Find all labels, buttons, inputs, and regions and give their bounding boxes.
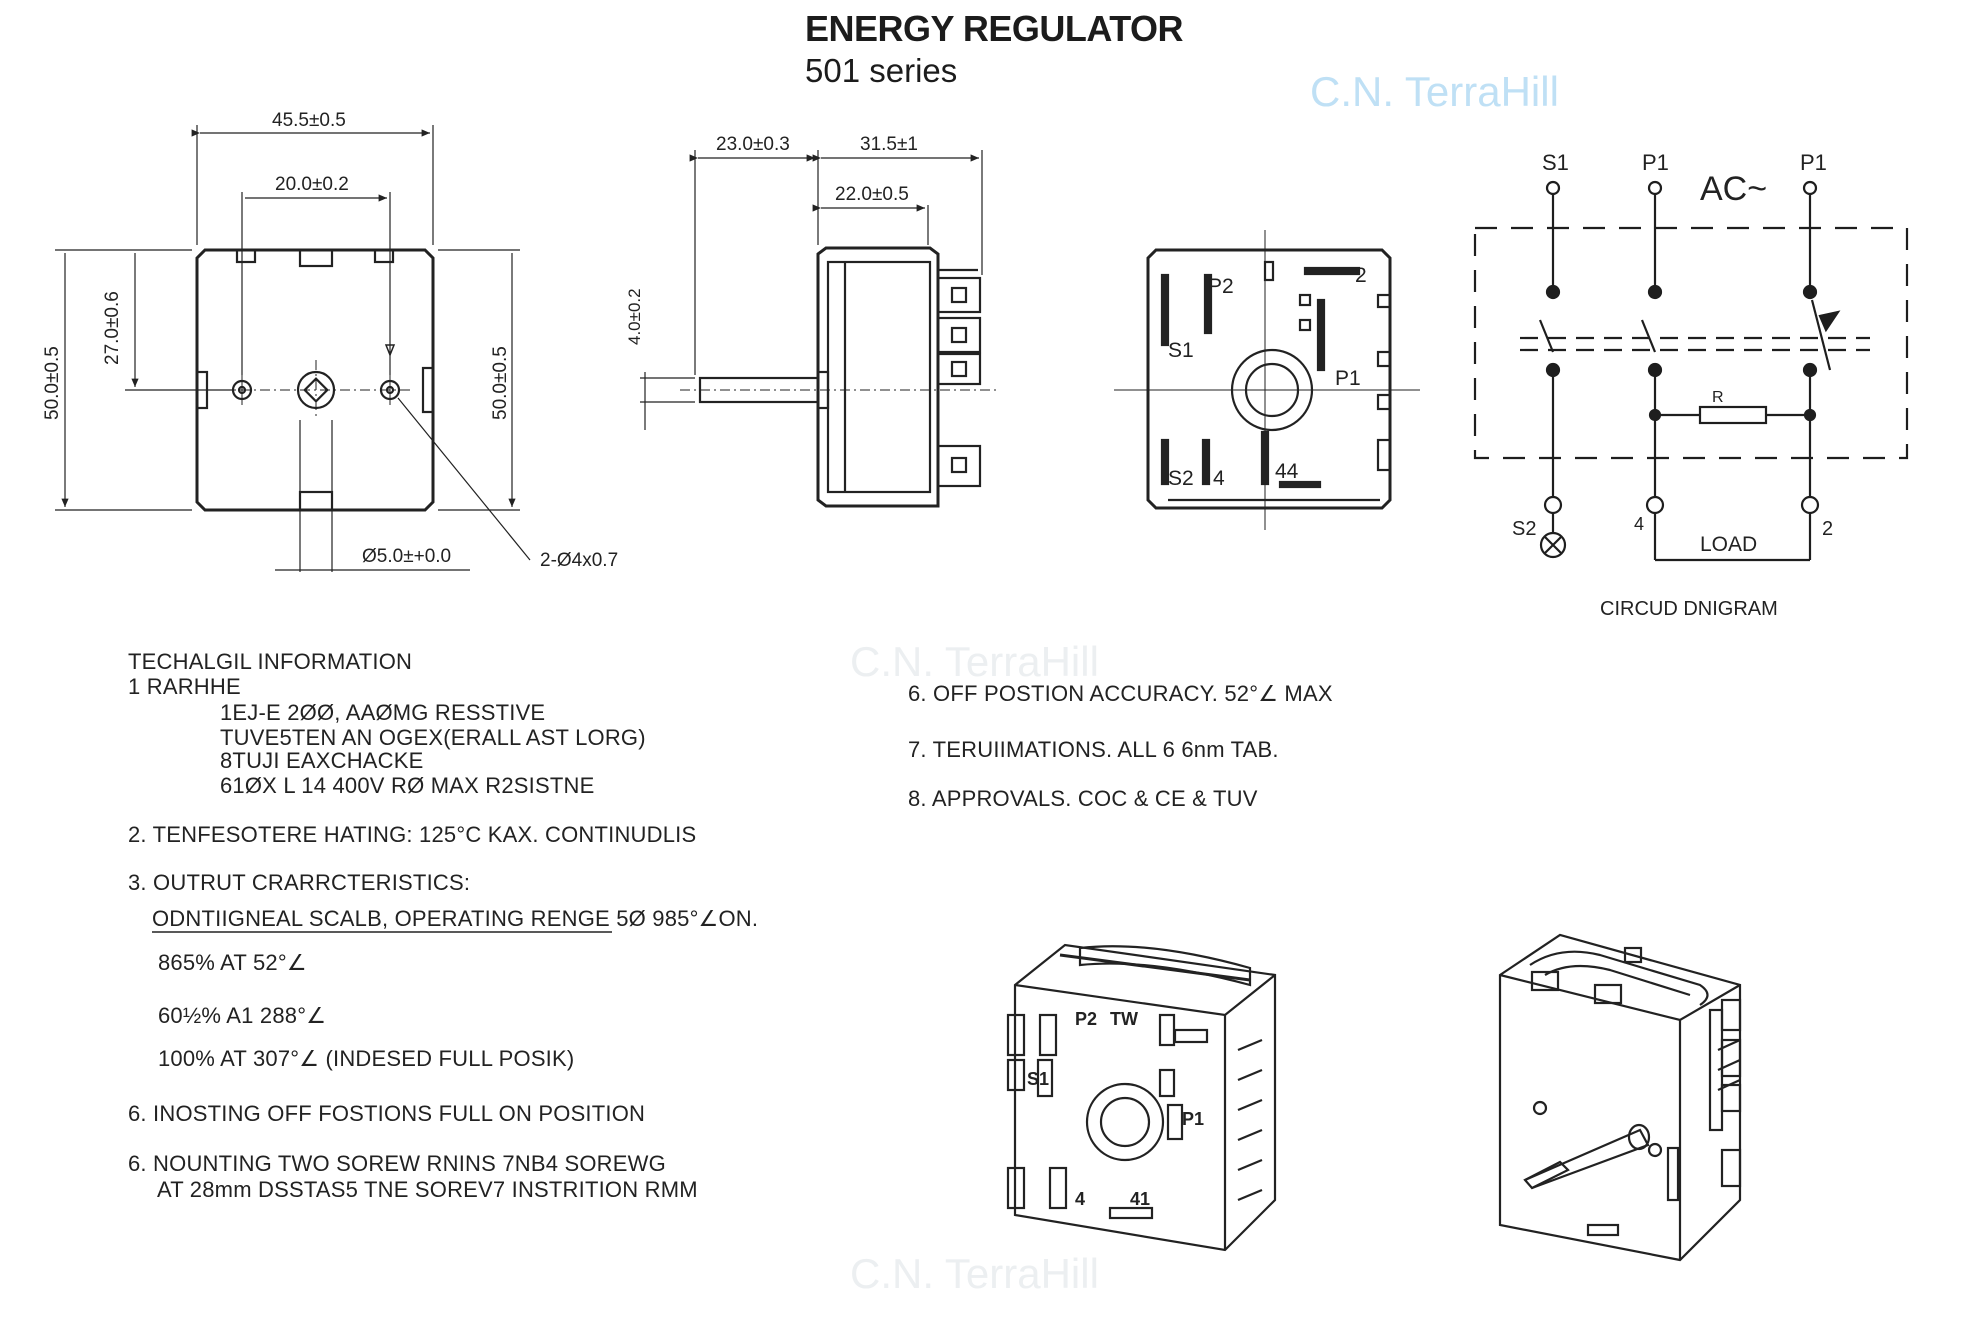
dim-b: 31.5±1 (860, 134, 918, 155)
dim-left-height: 50.0±0.5 (42, 346, 63, 420)
rear-label-s1: S1 (1168, 339, 1194, 362)
spec-item-1-line: TUVE5TEN AN OGEX(ERALL AST LORG) (220, 725, 646, 750)
rear-view (1114, 230, 1420, 530)
dim-width: 45.5±0.5 (272, 110, 346, 131)
spec-item-1-line: 61ØX L 14 400V RØ MAX R2SISTNE (220, 773, 594, 798)
spec-item-3-scale: ODNTIIGNEAL SCALB, OPERATING RENGE 5Ø 98… (152, 906, 758, 931)
iso-label-p2: P2 (1075, 1009, 1097, 1029)
front-view (55, 125, 531, 572)
dim-c: 22.0±0.5 (835, 184, 909, 205)
page-title: ENERGY REGULATOR (805, 8, 1184, 49)
spec-item-6b-cont: AT 28mm DSSTAS5 TNE SOREV7 INSTRITION RM… (157, 1177, 698, 1202)
iso-label-s1: S1 (1027, 1069, 1049, 1089)
circuit-ac-label: AC~ (1700, 170, 1767, 208)
spec-item-1: 1 RARHHE (128, 674, 241, 699)
isometric-rear-view (1006, 943, 1277, 1252)
spec-item-3-line: 60½% A1 288°∠ (158, 1003, 326, 1028)
rear-label-4: 4 (1213, 467, 1225, 490)
circuit-terminal-4: 4 (1634, 514, 1644, 534)
dim-vertical: 4.0±0.2 (625, 288, 644, 345)
spec-item-6a: 6. INOSTING OFF FOSTIONS FULL ON POSITIO… (128, 1101, 645, 1126)
rear-label-p1: P1 (1335, 367, 1361, 390)
spec-item-8: 8. APPROVALS. COC & CE & TUV (908, 786, 1258, 811)
spec-item-7: 7. TERUIIMATIONS. ALL 6 6nm TAB. (908, 737, 1279, 762)
circuit-resistor-label: R (1712, 389, 1724, 406)
watermark: C.N. TerraHill (850, 1250, 1099, 1297)
spec-item-6b: 6. NOUNTING TWO SOREW RNINS 7NB4 SOREWG (128, 1151, 666, 1176)
rear-label-44: 44 (1275, 460, 1299, 483)
dim-shaft: Ø5.0±+0.0 (362, 546, 451, 567)
dim-inner: 20.0±0.2 (275, 174, 349, 195)
iso-label-tw: TW (1110, 1009, 1138, 1029)
spec-item-3-line: 100% AT 307°∠ (INDESED FULL POSIK) (158, 1046, 574, 1071)
side-view (640, 150, 1000, 508)
spec-item-6c: 6. OFF POSTION ACCURACY. 52°∠ MAX (908, 681, 1333, 706)
circuit-terminal-p1-a: P1 (1642, 150, 1669, 175)
page-subtitle: 501 series (805, 52, 958, 89)
isometric-front-view (1498, 933, 1742, 1262)
circuit-terminal-2: 2 (1822, 518, 1833, 540)
circuit-caption: CIRCUD DNIGRAM (1600, 598, 1778, 620)
technical-specs: TECHALGIL INFORMATION 1 RARHHE 1EJ-E 2ØØ… (128, 649, 1333, 1202)
spec-item-2: 2. TENFESOTERE HATING: 125°C KAX. CONTIN… (128, 822, 696, 847)
dim-hole: 2-Ø4x0.7 (540, 550, 618, 571)
specs-heading: TECHALGIL INFORMATION (128, 649, 412, 674)
rear-label-2: 2 (1355, 264, 1367, 287)
spec-item-3-line: 865% AT 52°∠ (158, 950, 307, 975)
iso-label-41: 41 (1130, 1189, 1150, 1209)
spec-item-1-line: 1EJ-E 2ØØ, AAØMG RESSTIVE (220, 700, 545, 725)
circuit-terminal-p1-b: P1 (1800, 150, 1827, 175)
dim-offset: 27.0±0.6 (102, 291, 123, 365)
iso-label-p1: P1 (1182, 1109, 1204, 1129)
rear-label-s2: S2 (1168, 467, 1194, 490)
circuit-terminal-s2: S2 (1512, 518, 1536, 540)
rear-label-p2: P2 (1208, 275, 1234, 298)
spec-item-3: 3. OUTRUT CRARRCTERISTICS: (128, 870, 470, 895)
dim-a: 23.0±0.3 (716, 134, 790, 155)
iso-label-4: 4 (1075, 1189, 1085, 1209)
circuit-diagram (1473, 180, 1909, 562)
circuit-load-label: LOAD (1700, 533, 1757, 556)
watermark: C.N. TerraHill (850, 638, 1099, 685)
watermark: C.N. TerraHill (1310, 68, 1559, 115)
circuit-terminal-s1: S1 (1542, 150, 1569, 175)
spec-item-1-line: 8TUJI EAXCHACKE (220, 748, 424, 773)
dim-right-height: 50.0±0.5 (490, 346, 511, 420)
